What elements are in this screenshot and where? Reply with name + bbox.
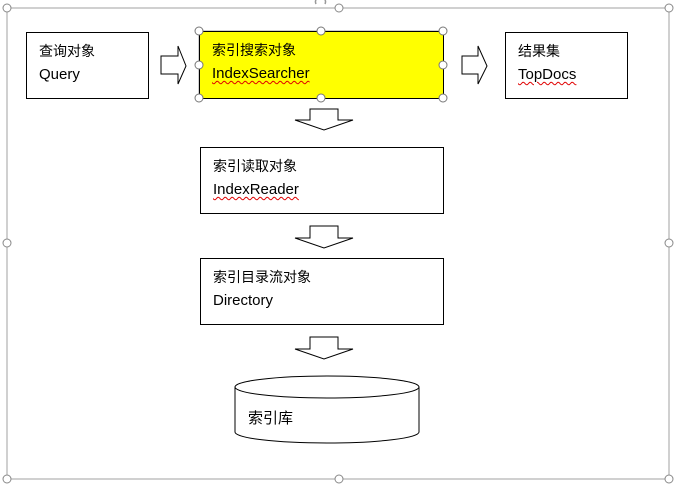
- node-index-reader-label-en: IndexReader: [213, 181, 299, 198]
- node-query-label-cn: 查询对象: [39, 44, 95, 60]
- database-cylinder[interactable]: [234, 375, 420, 444]
- node-query-label-en: Query: [39, 66, 80, 83]
- arrow-down-reader-to-directory: [294, 225, 354, 249]
- node-top-docs-label-en: TopDocs: [518, 66, 577, 83]
- canvas-handle-tc[interactable]: [334, 3, 344, 13]
- node-query[interactable]: 查询对象 Query: [26, 32, 149, 99]
- canvas-handle-tr[interactable]: [664, 3, 674, 13]
- node-directory-label-en: Directory: [213, 292, 274, 309]
- rotate-handle-icon[interactable]: [314, 0, 327, 5]
- node-index-searcher-label-en: IndexSearcher: [212, 65, 310, 82]
- arrow-down-searcher-to-reader: [294, 108, 354, 131]
- canvas-handle-ml[interactable]: [2, 238, 12, 248]
- node-index-reader-label-cn: 索引读取对象: [213, 159, 297, 175]
- arrow-searcher-to-results: [461, 45, 488, 85]
- node-index-searcher[interactable]: 索引搜索对象 IndexSearcher: [199, 31, 444, 99]
- node-top-docs-label-cn: 结果集: [518, 44, 560, 60]
- canvas-handle-tl[interactable]: [2, 3, 12, 13]
- canvas-handle-br[interactable]: [664, 474, 674, 484]
- canvas-handles[interactable]: [2, 3, 674, 484]
- node-top-docs[interactable]: 结果集 TopDocs: [505, 32, 628, 99]
- node-directory-label-cn: 索引目录流对象: [213, 270, 311, 286]
- node-directory[interactable]: 索引目录流对象 Directory: [200, 258, 444, 325]
- canvas-handle-mr[interactable]: [664, 238, 674, 248]
- arrow-down-directory-to-db: [294, 336, 354, 360]
- canvas-handle-bc[interactable]: [334, 474, 344, 484]
- arrow-query-to-searcher: [160, 45, 187, 85]
- node-index-reader[interactable]: 索引读取对象 IndexReader: [200, 147, 444, 214]
- node-index-searcher-label-cn: 索引搜索对象: [212, 43, 296, 59]
- database-label: 索引库: [248, 409, 294, 427]
- canvas-handle-bl[interactable]: [2, 474, 12, 484]
